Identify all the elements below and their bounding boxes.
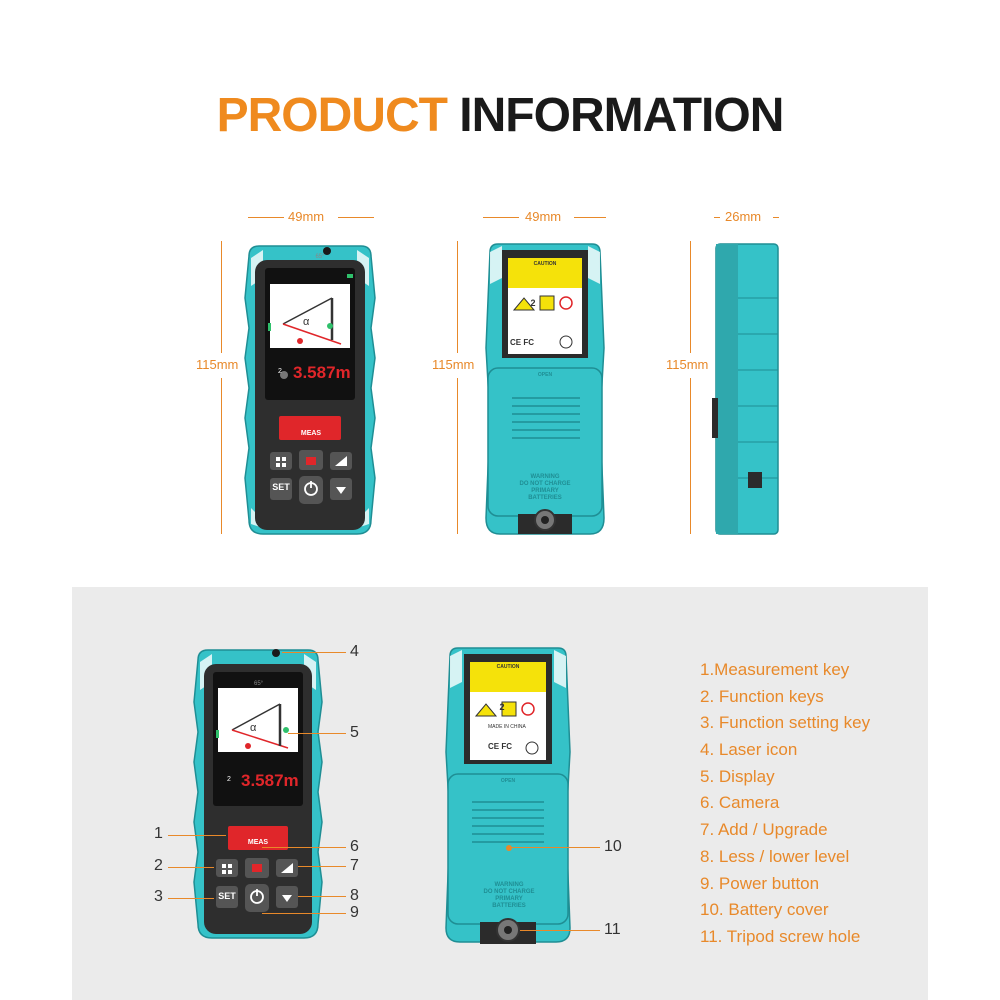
callout-line <box>168 867 214 868</box>
warning-line: BATTERIES <box>492 903 526 909</box>
legend-item: 9. Power button <box>700 873 820 893</box>
back-height-label: 115mm <box>432 357 475 372</box>
open-label: OPEN <box>500 778 516 784</box>
reading-index: 2 <box>278 368 282 375</box>
status-bar-text: 65° <box>315 254 325 260</box>
title-word-product: PRODUCT <box>216 89 448 142</box>
legend-item: 8. Less / lower level <box>700 846 850 866</box>
made-in-label: MADE IN CHINA <box>488 724 526 730</box>
callout-line <box>282 652 346 653</box>
cert-marks: CE FC <box>510 338 534 347</box>
callout-line <box>298 866 346 867</box>
callout-5: 5 <box>350 724 359 741</box>
legend-item: 3. Function setting key <box>700 713 871 733</box>
callout-line <box>520 930 600 931</box>
page-title: PRODUCT INFORMATION <box>0 88 1000 143</box>
cert-marks: CE FC <box>488 742 512 751</box>
legend-item: 10. Battery cover <box>700 900 829 920</box>
dim-line <box>457 378 458 534</box>
laser-class-number: 2 <box>499 702 505 712</box>
legend-item: 4. Laser icon <box>700 740 798 760</box>
callout-1: 1 <box>154 825 163 842</box>
warning-line: DO NOT CHARGE <box>483 889 535 895</box>
callout-line <box>298 896 346 897</box>
dim-line <box>574 217 606 218</box>
callout-6: 6 <box>350 838 359 855</box>
legend-item: 6. Camera <box>700 793 780 813</box>
front-width-label: 49mm <box>288 209 325 224</box>
distance-reading: 3.587m <box>293 363 351 382</box>
back-width-label: 49mm <box>525 209 562 224</box>
status-bar-text: 65° <box>254 681 264 687</box>
dim-line <box>457 241 458 353</box>
callout-2: 2 <box>154 857 163 874</box>
meas-key-label: MEAS <box>300 430 322 437</box>
device-front-annotated <box>193 649 323 939</box>
side-width-label: 26mm <box>725 209 762 224</box>
dim-line <box>690 378 691 534</box>
reading-index: 2 <box>227 776 231 783</box>
battery-warning: WARNING DO NOT CHARGE PRIMARY BATTERIES <box>474 882 544 910</box>
device-front-view <box>244 245 376 535</box>
callout-line <box>168 898 214 899</box>
legend-item: 1.Measurement key <box>700 660 850 679</box>
set-key-label: SET <box>272 482 290 492</box>
battery-warning: WARNING DO NOT CHARGE PRIMARY BATTERIES <box>510 474 580 502</box>
legend-item: 5. Display <box>700 766 775 786</box>
open-label: OPEN <box>537 372 553 378</box>
side-height-label: 115mm <box>666 357 709 372</box>
angle-symbol: α <box>250 722 257 734</box>
callout-4: 4 <box>350 643 359 660</box>
laser-class-number: 2 <box>530 298 536 308</box>
callout-9: 9 <box>350 904 359 921</box>
dim-line <box>773 217 779 218</box>
feature-legend: 1.Measurement key 2. Function keys 3. Fu… <box>700 657 870 951</box>
warning-title: WARNING <box>530 474 560 480</box>
dim-line <box>714 217 720 218</box>
legend-item: 7. Add / Upgrade <box>700 820 828 840</box>
callout-3: 3 <box>154 888 163 905</box>
warning-line: DO NOT CHARGE <box>519 481 571 487</box>
title-word-information: INFORMATION <box>459 89 784 142</box>
caution-title: CAUTION <box>496 664 520 670</box>
callout-8: 8 <box>350 887 359 904</box>
device-side-view <box>712 243 779 535</box>
callout-line <box>262 913 346 914</box>
dim-line <box>221 241 222 353</box>
dim-line <box>221 378 222 534</box>
meas-key-label: MEAS <box>247 839 269 846</box>
warning-title: WARNING <box>494 882 524 888</box>
callout-dot <box>506 845 512 851</box>
front-height-label: 115mm <box>196 357 239 372</box>
dim-line <box>690 241 691 353</box>
angle-symbol: α <box>303 316 310 328</box>
device-back-view <box>485 243 605 535</box>
warning-line: BATTERIES <box>528 495 562 501</box>
legend-item: 2. Function keys <box>700 686 824 706</box>
callout-line <box>262 847 346 848</box>
callout-11: 11 <box>604 921 621 938</box>
legend-item: 11. Tripod screw hole <box>700 926 861 946</box>
callout-10: 10 <box>604 838 622 855</box>
callout-7: 7 <box>350 857 359 874</box>
caution-title: CAUTION <box>533 261 557 267</box>
warning-line: PRIMARY <box>531 488 559 494</box>
callout-line <box>168 835 226 836</box>
warning-line: PRIMARY <box>495 896 523 902</box>
dim-line <box>248 217 284 218</box>
dim-line <box>483 217 519 218</box>
callout-line <box>288 733 346 734</box>
set-key-label: SET <box>218 891 236 901</box>
dim-line <box>338 217 374 218</box>
callout-line <box>512 847 600 848</box>
distance-reading: 3.587m <box>241 771 299 790</box>
